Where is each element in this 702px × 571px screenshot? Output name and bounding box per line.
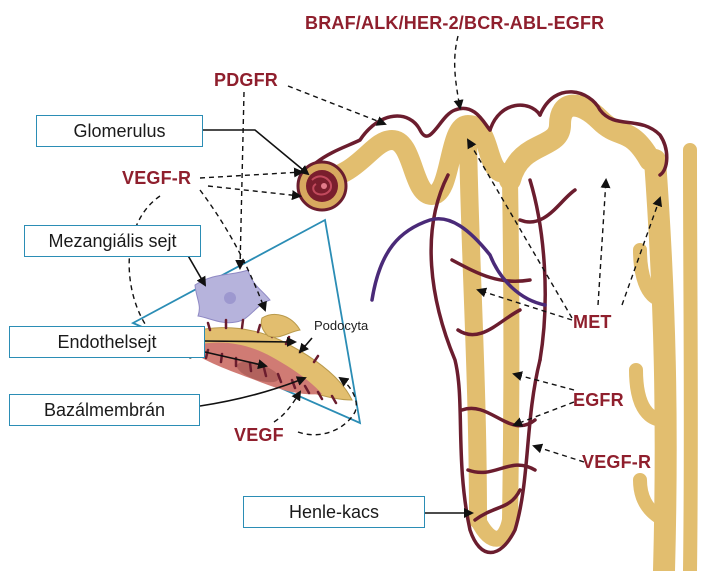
braf-target-label: BRAF/ALK/HER-2/BCR-ABL-EGFR <box>305 13 604 34</box>
henle-label: Henle-kacs <box>243 496 425 528</box>
pdgfr-target-label: PDGFR <box>214 70 278 91</box>
met-target-label: MET <box>573 312 612 333</box>
egfr-target-label: EGFR <box>573 390 624 411</box>
vegfr-top-target-label: VEGF-R <box>122 168 191 189</box>
vegfr-bottom-target-label: VEGF-R <box>582 452 651 473</box>
vegf-target-label: VEGF <box>234 425 284 446</box>
mezangialis-label: Mezangiális sejt <box>24 225 201 257</box>
podocyta-label: Podocyta <box>314 318 368 333</box>
glomerulus-structure <box>298 162 346 210</box>
bazalmembran-label: Bazálmembrán <box>9 394 200 426</box>
glomerulus-label: Glomerulus <box>36 115 203 147</box>
endothel-label: Endothelsejt <box>9 326 205 358</box>
